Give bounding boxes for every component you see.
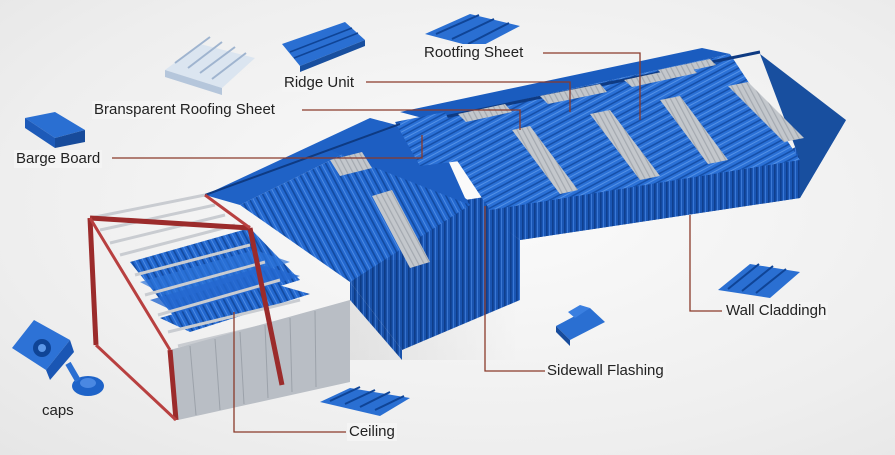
label-roofing-sheet: Rootfing Sheet [422,44,526,62]
thumb-ceiling [320,386,410,416]
leader-lines [112,52,722,433]
skylight-1 [512,126,578,194]
leader-ceiling [233,312,346,433]
thumb-roofing-sheet [425,14,520,48]
label-ceiling: Ceiling [347,423,397,441]
leader-roofing-sheet [543,52,641,120]
thumb-barge-board [25,112,85,148]
label-barge-board: Barge Board [14,150,103,168]
frame-columns [87,215,285,421]
thumb-transparent-sheet [165,36,255,95]
leader-wall-cladding [689,215,722,312]
thumb-caps [12,320,104,396]
middle-building [204,112,520,360]
steel-frame [87,193,350,422]
leader-sidewall-flashing [484,206,545,372]
leader-barge-board [112,135,423,159]
skylight-2 [590,110,660,180]
leader-transparent-sheet [302,109,521,130]
thumb-wall-cladding [718,263,800,298]
ceiling-panel [170,300,350,420]
label-ridge-unit: Ridge Unit [282,74,357,92]
skylight-3 [660,96,728,164]
label-wall-cladding: Wall Claddingh [724,302,829,320]
main-building [400,48,846,240]
main-gable-wall [760,54,846,198]
skylight-4 [728,82,804,142]
skylight-5 [372,190,430,268]
label-sidewall-flashing: Sidewall Flashing [545,362,666,380]
main-roof-back [400,48,730,120]
thumb-sidewall-flashing [556,305,605,346]
thumb-ridge-unit [282,22,365,72]
label-caps: caps [42,402,74,419]
leader-ridge-unit [366,81,571,112]
label-transparent-sheet: Bransparent Roofing Sheet [92,101,277,119]
